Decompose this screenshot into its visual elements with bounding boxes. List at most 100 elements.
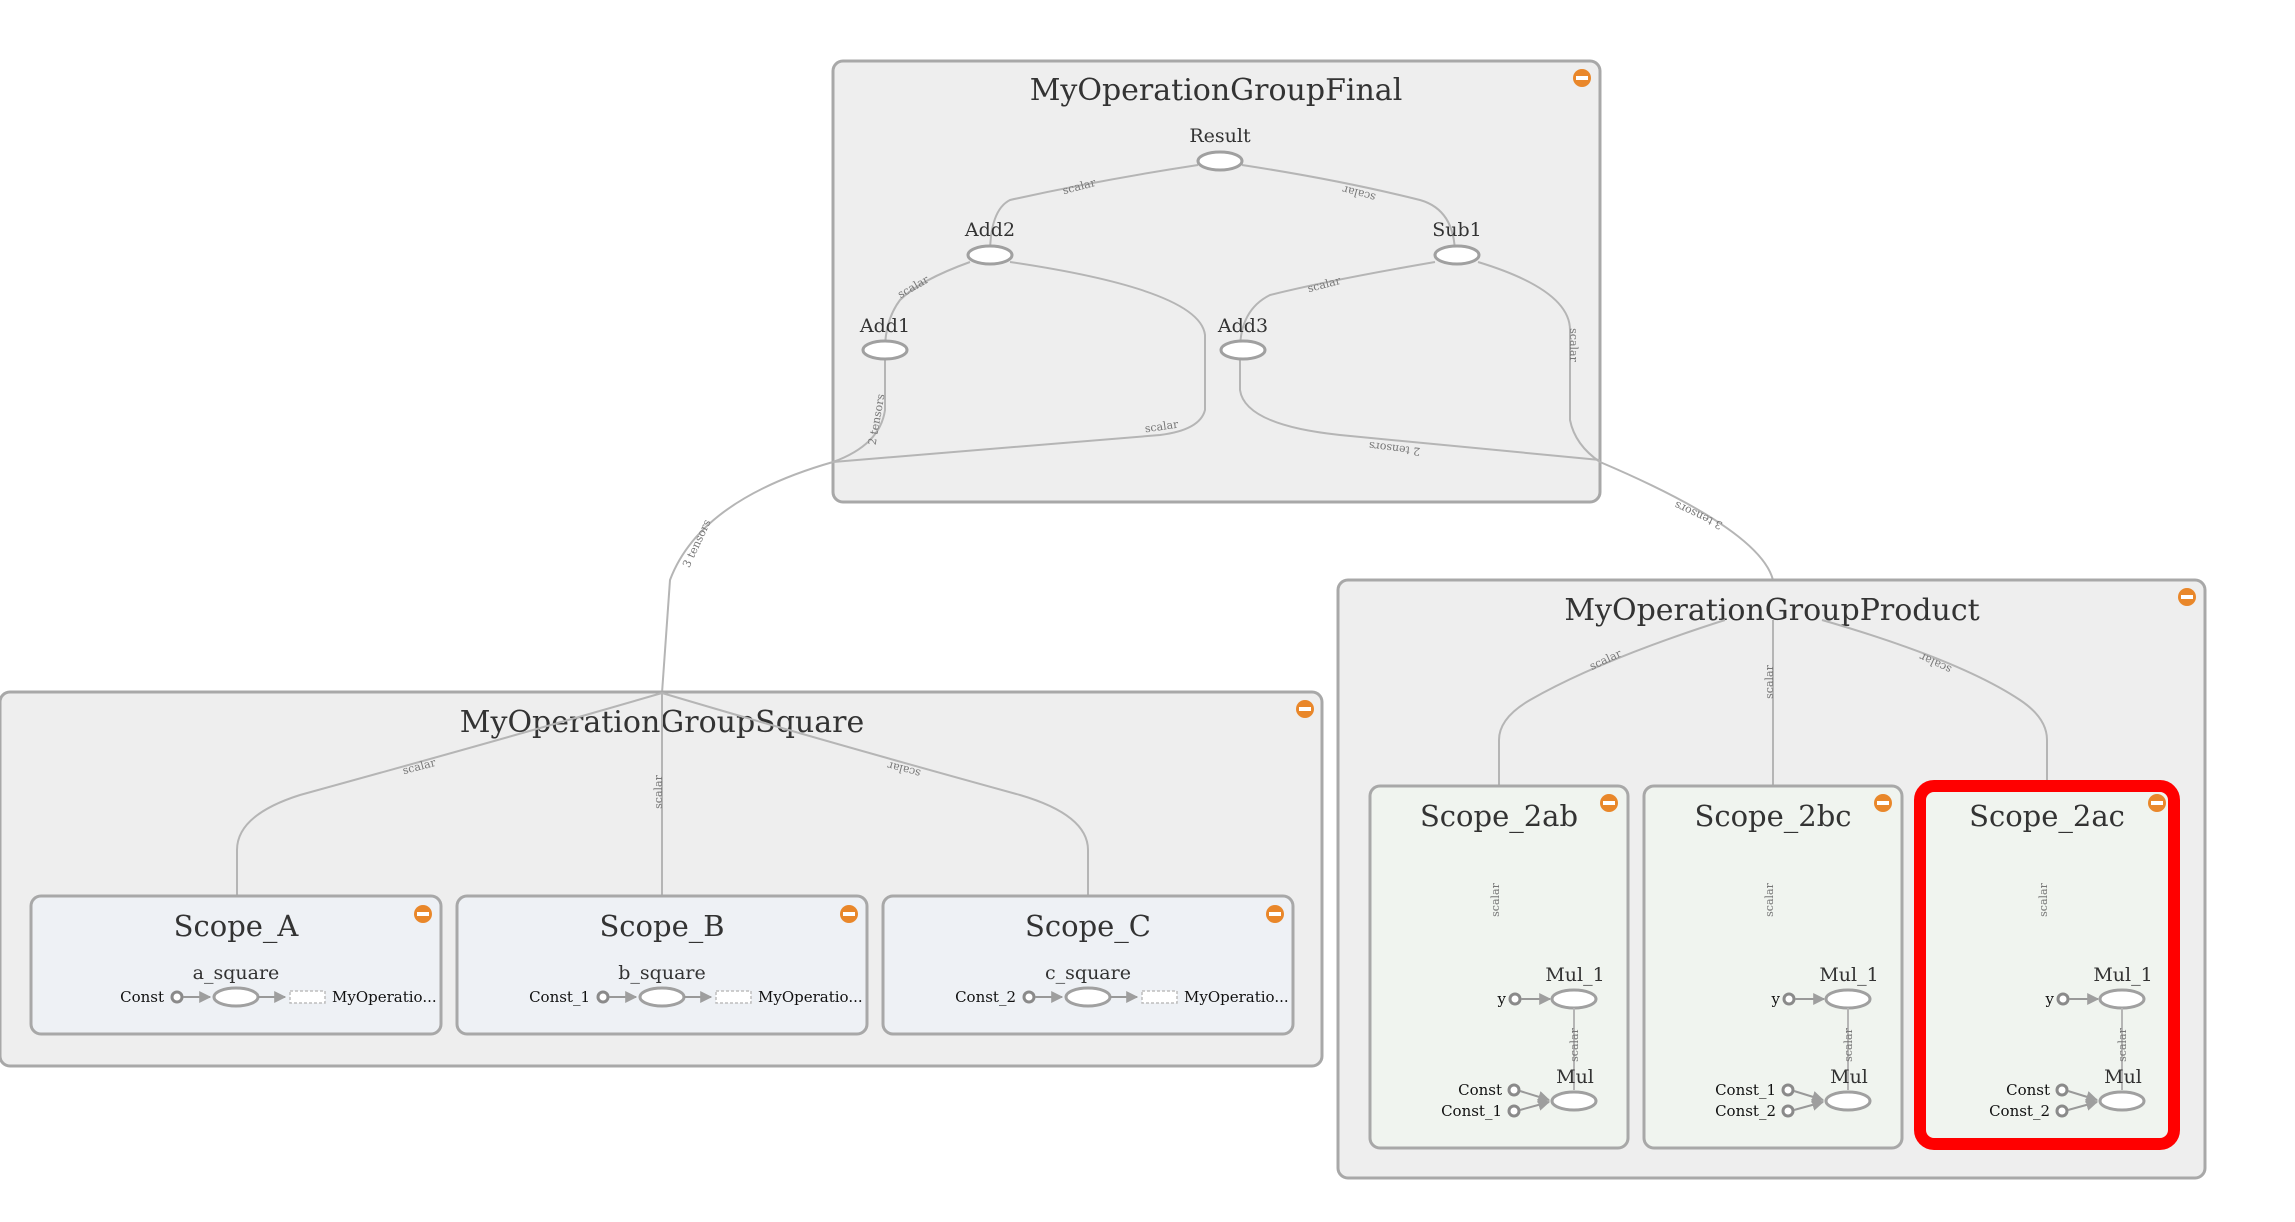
edge-add3-in xyxy=(1239,358,1601,461)
scope-2ac-y-node[interactable] xyxy=(2056,992,2070,1006)
scope-2ab-mul1-node[interactable] xyxy=(1550,988,1598,1010)
scope-2bc-c2-node[interactable] xyxy=(1781,1104,1795,1118)
scope-b-box[interactable] xyxy=(455,894,869,1036)
scope-2bc-c1-node[interactable] xyxy=(1781,1083,1795,1097)
node-add3[interactable] xyxy=(1219,339,1267,361)
edge-add2-in xyxy=(832,261,1206,463)
scope-b-const-node[interactable] xyxy=(596,990,610,1004)
scope-2ac-mul-node[interactable] xyxy=(2098,1090,2146,1112)
scope-2ab-mul-node[interactable] xyxy=(1550,1090,1598,1112)
node-sub1-label: Sub1 xyxy=(1432,219,1482,241)
scope-2bc-y-node[interactable] xyxy=(1782,992,1796,1006)
scope-c-box[interactable] xyxy=(881,894,1295,1036)
scope-2ab-c1-label: Const xyxy=(1458,1081,1502,1099)
scope-a-op-label: a_square xyxy=(193,962,280,984)
scope-2bc-box[interactable] xyxy=(1642,784,1904,1150)
scope-2bc-title: Scope_2bc xyxy=(1694,799,1851,834)
scope-c-op-node[interactable] xyxy=(1064,986,1112,1008)
scope-c-title: Scope_C xyxy=(1025,909,1151,944)
node-sub1[interactable] xyxy=(1433,244,1481,266)
group-product-toggle[interactable] xyxy=(2178,588,2196,606)
node-add1[interactable] xyxy=(861,339,909,361)
scope-2ab-mul-label: Mul xyxy=(1556,1066,1594,1088)
scope-2ac-c1-node[interactable] xyxy=(2055,1083,2069,1097)
edge-arrow xyxy=(1793,1099,1825,1111)
scope-a-op-node[interactable] xyxy=(212,986,260,1008)
edge-final-square xyxy=(661,461,834,694)
node-add3-label: Add3 xyxy=(1217,315,1268,337)
node-add2[interactable] xyxy=(966,244,1014,266)
scope-2bc-mul-node[interactable] xyxy=(1824,1090,1872,1112)
scope-b-out-stub[interactable] xyxy=(715,990,752,1004)
edge-sub1-in xyxy=(1477,261,1601,463)
scope-2ab-title: Scope_2ab xyxy=(1420,799,1578,834)
edge-label-scalar: scalar xyxy=(1763,664,1776,698)
scope-c-out-stub[interactable] xyxy=(1141,990,1178,1004)
scope-2ac-c2-node[interactable] xyxy=(2055,1104,2069,1118)
scope-c[interactable]: Scope_C c_square Const_2 MyOperatio... xyxy=(881,894,1295,1036)
group-final[interactable]: MyOperationGroupFinal scalar scalar scal… xyxy=(831,59,1602,504)
scope-a-box[interactable] xyxy=(29,894,443,1036)
edge-square-scope-a xyxy=(236,692,663,895)
scope-2ac-c2-label: Const_2 xyxy=(1989,1102,2050,1120)
group-square[interactable]: MyOperationGroupSquare scalar scalar sca… xyxy=(0,690,1324,1068)
scope-2bc[interactable]: Scope_2bc scalar Mul_1 y scalar Mul Cons… xyxy=(1642,784,1904,1150)
scope-c-out-label: MyOperatio... xyxy=(1184,988,1289,1006)
group-product[interactable]: MyOperationGroupProduct scalar scalar sc… xyxy=(1336,578,2207,1180)
node-result[interactable] xyxy=(1196,150,1244,172)
edge-add3-sub1 xyxy=(1239,261,1436,351)
scope-a-title: Scope_A xyxy=(174,909,300,944)
scope-a-out-stub[interactable] xyxy=(289,990,326,1004)
edge-label-scalar: scalar xyxy=(1144,418,1180,436)
edge-arrow xyxy=(1793,1090,1825,1103)
edge-square-scope-c xyxy=(661,692,1089,895)
edge-add1-in xyxy=(832,358,886,463)
scope-b-const-label: Const_1 xyxy=(529,988,590,1006)
scope-2ac-mul-label: Mul xyxy=(2104,1066,2142,1088)
scope-2ab-c2-node[interactable] xyxy=(1507,1104,1521,1118)
node-add2-label: Add2 xyxy=(964,219,1015,241)
scope-c-const-node[interactable] xyxy=(1022,990,1036,1004)
scope-2bc-mul-label: Mul xyxy=(1830,1066,1868,1088)
group-final-toggle[interactable] xyxy=(1573,69,1591,87)
edge-label-scalar: scalar xyxy=(1489,882,1502,916)
edge-final-product xyxy=(1599,461,1774,620)
scope-2ab[interactable]: Scope_2ab scalar Mul_1 y scalar Mul Cons… xyxy=(1368,784,1630,1150)
scope-2ab-c2-label: Const_1 xyxy=(1441,1102,1502,1120)
edge-label-scalar: scalar xyxy=(2116,1027,2129,1061)
group-square-toggle[interactable] xyxy=(1296,700,1314,718)
scope-2ac-box[interactable] xyxy=(1914,780,2180,1150)
scope-2ac-mul1-node[interactable] xyxy=(2098,988,2146,1010)
scope-2bc-mul1-label: Mul_1 xyxy=(1819,964,1878,986)
group-final-title: MyOperationGroupFinal xyxy=(1030,73,1403,108)
scope-a-const-node[interactable] xyxy=(170,990,184,1004)
edge-arrow xyxy=(1519,1090,1551,1103)
scope-a[interactable]: Scope_A a_square Const MyOperatio... xyxy=(29,894,443,1036)
node-result-label: Result xyxy=(1189,125,1251,147)
scope-b-op-node[interactable] xyxy=(638,986,686,1008)
scope-b-op-label: b_square xyxy=(618,962,705,984)
scope-2ab-c1-node[interactable] xyxy=(1507,1083,1521,1097)
scope-2ab-box[interactable] xyxy=(1368,784,1630,1150)
edge-label-scalar: scalar xyxy=(2037,882,2050,916)
edge-label-scalar: scalar xyxy=(652,774,665,808)
scope-2bc-c1-label: Const_1 xyxy=(1715,1081,1776,1099)
edge-sub1-result xyxy=(1241,164,1456,256)
scope-c-op-label: c_square xyxy=(1045,962,1131,984)
edge-add1-add2 xyxy=(884,261,971,351)
scope-2ac-title: Scope_2ac xyxy=(1969,799,2125,834)
scope-2ab-mul1-label: Mul_1 xyxy=(1545,964,1604,986)
scope-2ac-y-label: y xyxy=(2045,990,2055,1008)
edge-label-scalar: scalar xyxy=(1842,1027,1855,1061)
scope-c-const-label: Const_2 xyxy=(955,988,1016,1006)
scope-2ab-y-node[interactable] xyxy=(1508,992,1522,1006)
scope-2bc-y-label: y xyxy=(1771,990,1781,1008)
scope-2ac-mul1-label: Mul_1 xyxy=(2093,964,2152,986)
scope-2bc-mul1-node[interactable] xyxy=(1824,988,1872,1010)
group-final-box[interactable] xyxy=(831,59,1602,504)
edge-label-3-tensors: 3 tensors xyxy=(1672,498,1725,532)
scope-b[interactable]: Scope_B b_square Const_1 MyOperatio... xyxy=(455,894,869,1036)
scope-b-title: Scope_B xyxy=(599,909,724,944)
scope-2ac[interactable]: Scope_2ac scalar Mul_1 y scalar Mul Cons… xyxy=(1914,780,2180,1150)
